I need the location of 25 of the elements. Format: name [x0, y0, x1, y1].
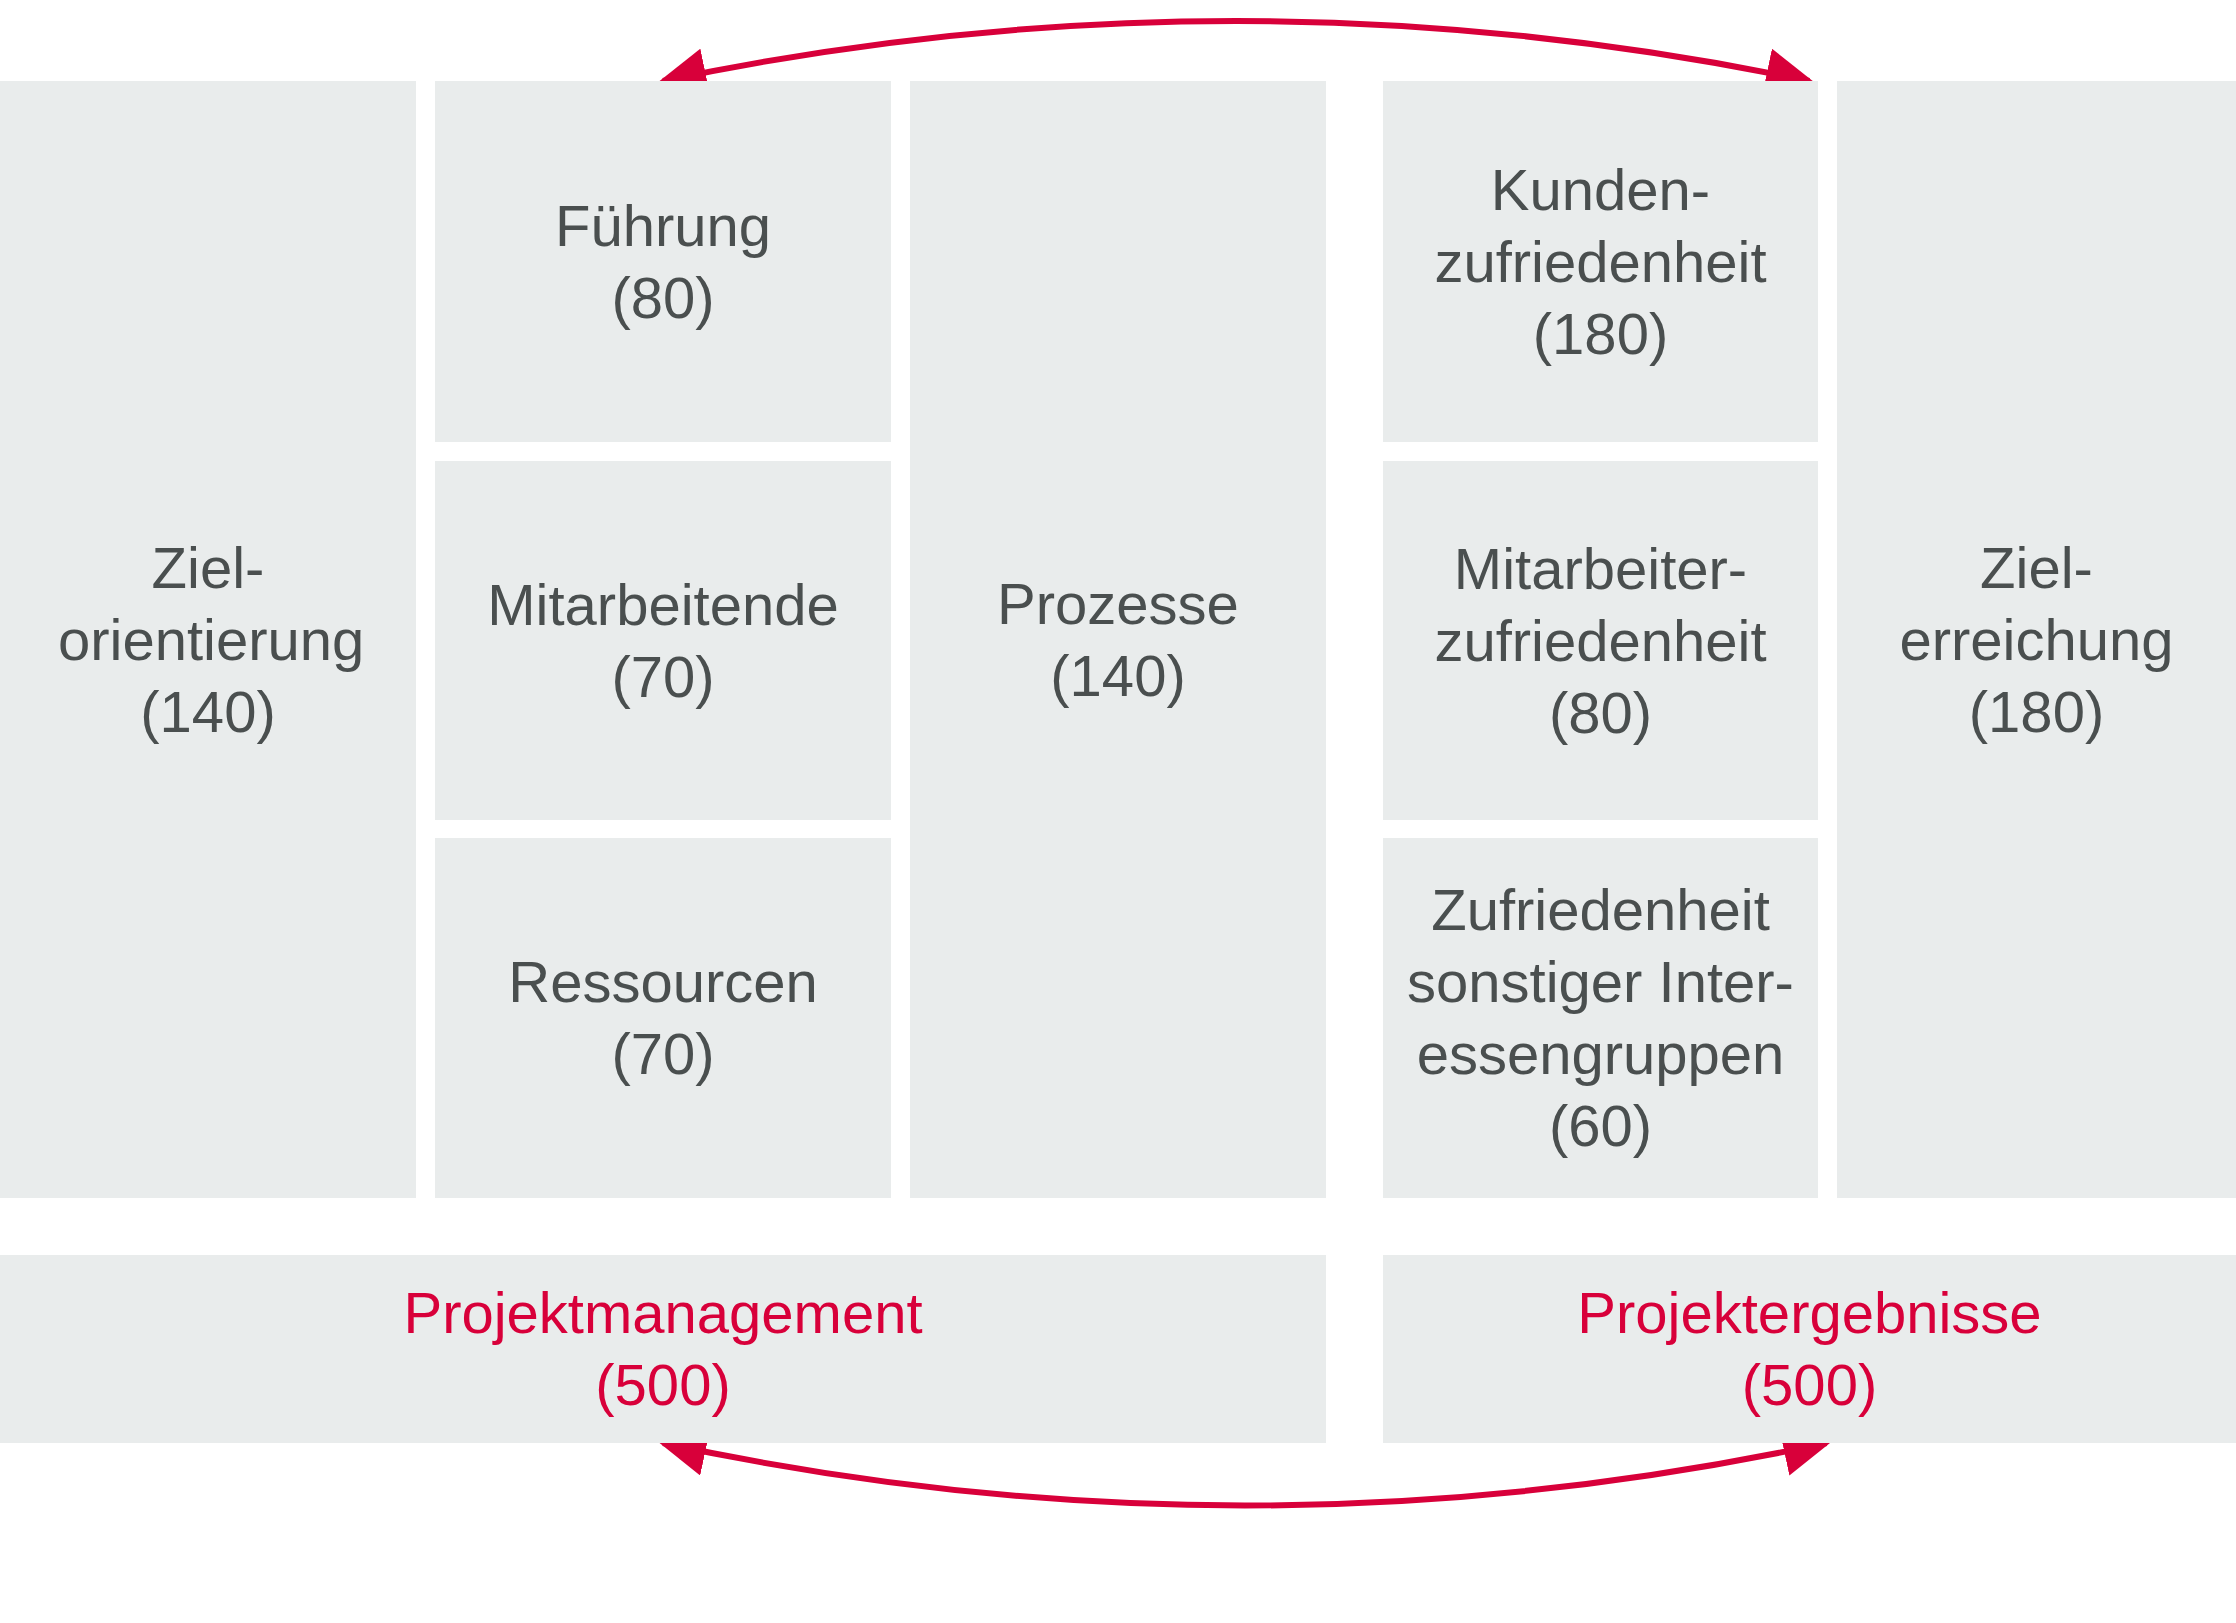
score-label: (500) — [1741, 1351, 1878, 1419]
score-label: (70) — [611, 1020, 715, 1088]
score-label: (140) — [140, 677, 276, 746]
score-label: (60) — [1548, 1092, 1653, 1160]
category-label: Projektergebnisse — [1577, 1279, 2042, 1347]
score-label: (140) — [1050, 641, 1186, 710]
category-label: Mitarbeiter- zufriedenheit — [1433, 534, 1768, 675]
category-label: Ressourcen — [508, 948, 818, 1016]
category-tile — [1383, 81, 1818, 442]
category-label: Führung — [555, 191, 771, 260]
category-label: Ziel- erreichung — [1898, 533, 2175, 674]
category-label: Projektmanagement — [403, 1279, 923, 1347]
score-label: (70) — [611, 642, 715, 711]
score-label: (80) — [611, 263, 715, 332]
category-label: Mitarbeitende — [487, 570, 839, 639]
summary-tile — [0, 1255, 1326, 1443]
score-label: (80) — [1548, 678, 1653, 747]
score-label: (180) — [1968, 677, 2105, 746]
category-tile — [435, 81, 891, 442]
category-label: Zufriedenheit sonstiger Inter- essengruppen — [1406, 876, 1795, 1088]
summary-tile — [1383, 1255, 2236, 1443]
score-label: (180) — [1532, 299, 1669, 368]
score-label: (500) — [595, 1351, 731, 1419]
category-label: Kunden- zufriedenheit — [1433, 155, 1768, 296]
category-label: Prozesse — [997, 569, 1239, 638]
